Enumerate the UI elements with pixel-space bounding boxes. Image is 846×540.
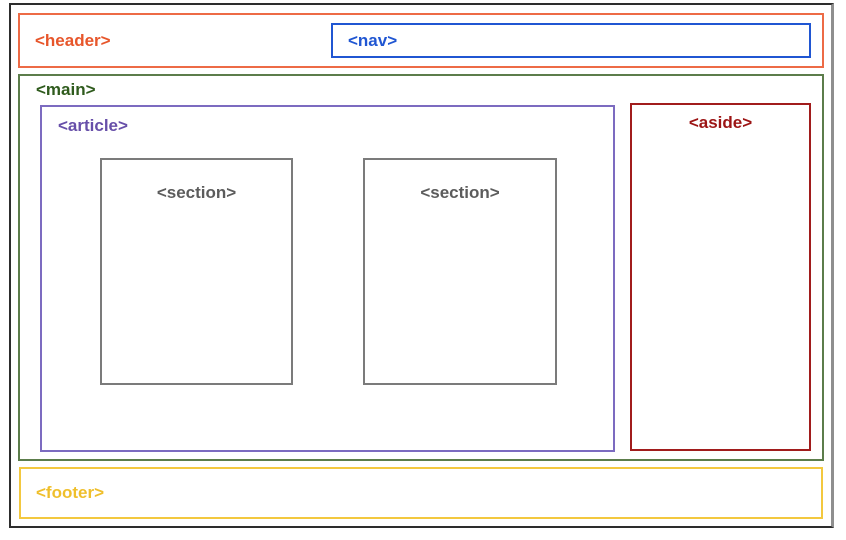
header-box: <header> <nav> xyxy=(18,13,824,68)
section-label-2: <section> xyxy=(420,183,500,202)
page-outline-frame: <header> <nav> <main> <article> <section… xyxy=(9,3,834,528)
header-label: <header> xyxy=(35,30,111,50)
section-label-1: <section> xyxy=(156,183,237,202)
nav-label: <nav> xyxy=(348,30,398,50)
aside-label: <aside> xyxy=(688,113,753,132)
nav-box: <nav> xyxy=(331,23,811,58)
main-label: <main> xyxy=(36,80,96,99)
section-box-2: <section> xyxy=(363,158,557,385)
section-box-1: <section> xyxy=(100,158,293,385)
footer-box: <footer> xyxy=(19,467,823,519)
main-box: <main> <article> <section> <section> <as… xyxy=(18,74,824,461)
article-label: <article> xyxy=(58,116,128,135)
footer-label: <footer> xyxy=(36,483,105,502)
article-box: <article> <section> <section> xyxy=(40,105,615,452)
aside-box: <aside> xyxy=(630,103,811,451)
